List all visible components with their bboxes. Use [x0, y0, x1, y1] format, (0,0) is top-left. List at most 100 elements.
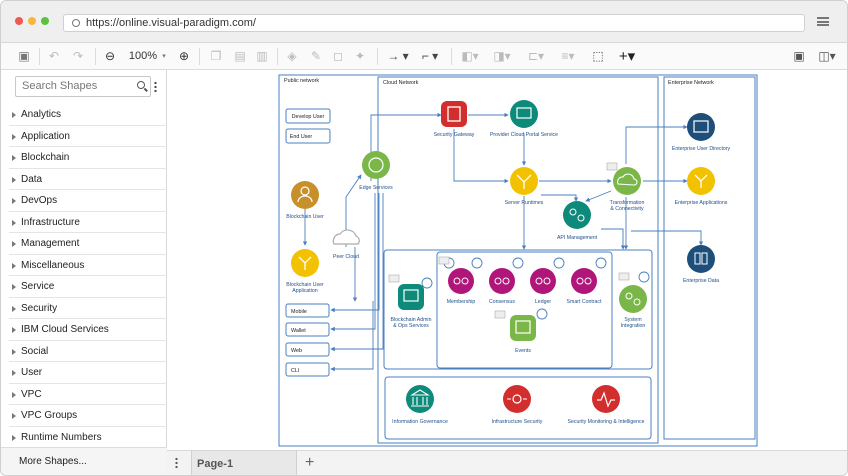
develop-user-box[interactable] — [285, 108, 331, 124]
cloud-icon — [617, 173, 638, 186]
add-page-icon[interactable]: + — [305, 454, 315, 471]
distribute-icon[interactable]: ≡▾ — [561, 49, 575, 63]
blockchain-core-group[interactable] — [436, 251, 613, 369]
page-tab[interactable]: Page-1 — [191, 451, 297, 475]
enterprise-data-node[interactable]: Enterprise Data — [683, 245, 719, 284]
database-icon — [694, 252, 701, 265]
zoom-out-icon[interactable]: ⊖ — [104, 49, 116, 63]
membership-node[interactable]: Membership — [447, 268, 476, 305]
category-blockchain[interactable]: Blockchain — [9, 147, 167, 169]
category-devops[interactable]: DevOps — [9, 190, 167, 212]
web-box[interactable] — [285, 342, 330, 357]
category-application[interactable]: Application — [9, 126, 167, 147]
sync-icon — [512, 257, 524, 269]
category-infrastructure[interactable]: Infrastructure — [9, 212, 167, 233]
sync-icon — [553, 257, 565, 269]
fill-icon[interactable]: ◈ — [287, 49, 297, 63]
portal-service-node[interactable]: Provider Cloud Portal Service — [490, 100, 558, 138]
save-icon[interactable]: ▣ — [18, 49, 30, 63]
category-runtime-numbers[interactable]: Runtime Numbers — [9, 427, 167, 448]
server-runtimes-label: Server Runtimes — [505, 200, 544, 206]
to-back-icon[interactable]: ◨▾ — [493, 49, 511, 63]
page-menu-icon[interactable] — [175, 457, 178, 469]
category-service[interactable]: Service — [9, 276, 167, 298]
category-user[interactable]: User — [9, 362, 167, 384]
address-bar[interactable]: https://online.visual-paradigm.com/ — [63, 14, 805, 32]
select-icon[interactable]: ⬚ — [592, 49, 604, 63]
edge-services-node[interactable]: Edge Services — [359, 151, 393, 191]
zoom-in-icon[interactable]: ⊕ — [178, 49, 190, 63]
redo-icon[interactable]: ↷ — [72, 49, 84, 63]
consensus-node[interactable]: Consensus — [489, 268, 515, 305]
category-ibm-cloud-services[interactable]: IBM Cloud Services — [9, 319, 167, 341]
category-miscellaneous[interactable]: Miscellaneous — [9, 255, 167, 276]
copy-icon[interactable]: ❐ — [210, 49, 222, 63]
smart-contract-node[interactable]: Smart Contract — [567, 268, 602, 305]
info-governance-node[interactable]: Information Governance — [392, 385, 448, 425]
minimize-window-dot[interactable] — [28, 17, 36, 25]
category-analytics[interactable]: Analytics — [9, 104, 167, 126]
cloud-network-zone[interactable] — [377, 76, 659, 444]
shield-icon — [512, 394, 522, 404]
diagram-canvas[interactable]: Public network Cloud Network Enterprise … — [167, 70, 847, 450]
system-integration-node[interactable]: System Integration — [619, 285, 647, 329]
connector-icon[interactable]: → ▾ — [387, 49, 409, 63]
transformation-node[interactable]: Transformation & Connectivity — [610, 167, 645, 212]
category-data[interactable]: Data — [9, 169, 167, 190]
cli-box[interactable] — [285, 362, 330, 377]
zoom-level[interactable]: 100% — [128, 50, 158, 62]
paste-icon[interactable]: ▤ — [234, 49, 246, 63]
cloud-outline-icon — [332, 229, 360, 245]
search-shapes-input[interactable]: Search Shapes — [15, 76, 151, 97]
close-window-dot[interactable] — [15, 17, 23, 25]
enterprise-directory-node[interactable]: Enterprise User Directory — [672, 113, 731, 152]
delete-icon[interactable]: ▥ — [256, 49, 268, 63]
events-node[interactable]: Events — [510, 315, 536, 354]
mobile-box[interactable] — [285, 303, 330, 318]
security-gateway-node[interactable]: Security Gateway — [434, 101, 475, 138]
enterprise-apps-icon — [694, 174, 708, 188]
plus-icon[interactable]: +▾ — [618, 48, 636, 65]
blockchain-app-node[interactable]: Blockchain User Application — [286, 249, 324, 294]
enterprise-apps-node[interactable]: Enterprise Applications — [675, 167, 728, 206]
category-management[interactable]: Management — [9, 233, 167, 255]
undo-icon[interactable]: ↶ — [48, 49, 60, 63]
line-color-icon[interactable]: ✎ — [310, 49, 322, 63]
category-social[interactable]: Social — [9, 341, 167, 362]
server-runtimes-node[interactable]: Server Runtimes — [505, 167, 544, 206]
category-security[interactable]: Security — [9, 298, 167, 319]
blockchain-group[interactable] — [383, 249, 653, 370]
browser-menu-icon[interactable] — [817, 17, 829, 26]
develop-user-label: Develop User — [292, 114, 325, 120]
url-text: https://online.visual-paradigm.com/ — [86, 17, 256, 29]
peer-cloud-node[interactable]: Peer Cloud — [332, 229, 360, 260]
enterprise-network-zone[interactable] — [663, 76, 756, 440]
blockchain-admin-node[interactable]: Blockchain Admin & Ops Services — [391, 284, 432, 329]
sidebar-menu-icon[interactable] — [154, 81, 157, 93]
infra-security-node[interactable]: Infrastructure Security — [492, 385, 543, 425]
search-icon[interactable] — [137, 81, 145, 89]
outline-panel-icon[interactable]: ◫▾ — [818, 49, 836, 63]
security-group[interactable] — [384, 376, 652, 440]
ledger-node[interactable]: Ledger — [530, 268, 556, 305]
zoom-dropdown-icon[interactable]: ▾ — [162, 53, 166, 60]
maximize-window-dot[interactable] — [41, 17, 49, 25]
blockchain-user-node[interactable]: Blockchain User — [286, 181, 324, 220]
wallet-box[interactable] — [285, 322, 330, 337]
gateway-icon — [447, 106, 461, 122]
waypoint-icon[interactable]: ⌐ ▾ — [421, 49, 439, 63]
api-management-node[interactable]: API Management — [557, 201, 598, 241]
reload-icon[interactable] — [72, 19, 80, 27]
public-network-zone[interactable] — [278, 74, 758, 447]
security-monitoring-node[interactable]: Security Monitoring & Intelligence — [568, 385, 645, 425]
more-shapes-button[interactable]: More Shapes... — [1, 447, 167, 475]
format-painter-icon[interactable]: ✦ — [354, 49, 366, 63]
to-front-icon[interactable]: ◧▾ — [461, 49, 479, 63]
shadow-icon[interactable]: ◻ — [333, 49, 343, 63]
events-label: Events — [515, 348, 531, 354]
format-panel-icon[interactable]: ▣ — [793, 49, 805, 63]
category-vpc[interactable]: VPC — [9, 384, 167, 405]
align-icon[interactable]: ⊏▾ — [527, 49, 545, 63]
category-vpc-groups[interactable]: VPC Groups — [9, 405, 167, 427]
end-user-box[interactable] — [285, 128, 331, 144]
